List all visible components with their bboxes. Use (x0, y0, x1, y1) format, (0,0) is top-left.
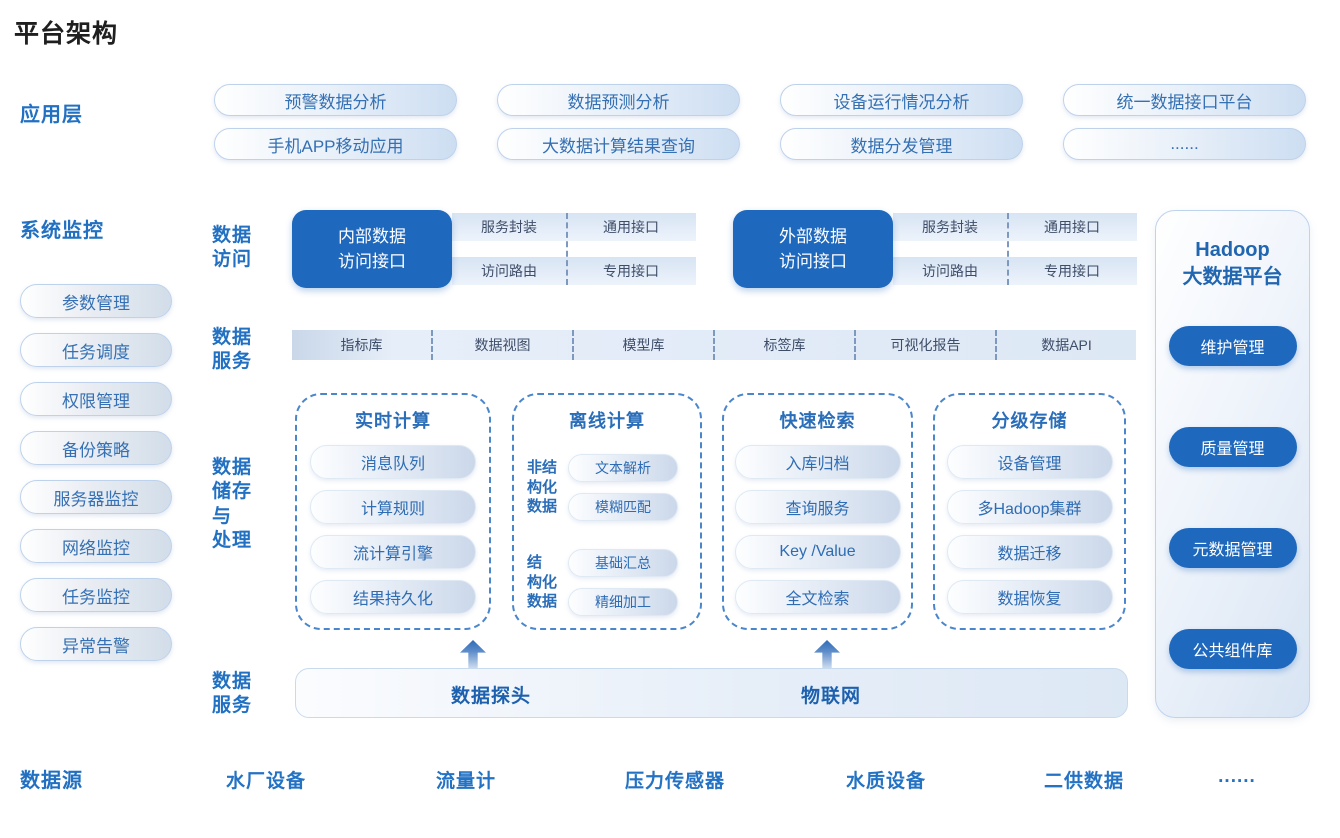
external-access-cells: 服务封装 通用接口 访问路由 专用接口 (893, 213, 1137, 285)
storage-pill: 结果持久化 (310, 580, 476, 614)
access-cell: 访问路由 (452, 257, 566, 285)
dashed-divider (566, 213, 568, 285)
hadoop-pill: 元数据管理 (1168, 528, 1297, 568)
source-item-more: ...... (1218, 766, 1256, 787)
tiered-storage-box: 分级存储 设备管理 多Hadoop集群 数据迁移 数据恢复 (933, 393, 1126, 630)
storage-pill: 消息队列 (310, 445, 476, 479)
storage-pill: Key /Value (734, 535, 901, 569)
service-cell: 模型库 (572, 330, 713, 360)
realtime-compute-box: 实时计算 消息队列 计算规则 流计算引擎 结果持久化 (295, 393, 491, 630)
data-storage-label: 数据 储存 与 处理 (212, 457, 253, 551)
box-title: 离线计算 (569, 411, 645, 431)
hadoop-panel-title: Hadoop 大数据平台 (1182, 239, 1283, 288)
structured-data-group: 结 构化 数据 基础汇总 精细加工 (527, 549, 700, 616)
storage-pill: 精细加工 (568, 588, 678, 616)
data-ingest-label: 数据 服务 (212, 671, 253, 717)
access-cell: 专用接口 (566, 257, 696, 285)
app-layer-label: 应用层 (20, 104, 83, 126)
data-access-group-external: 外部数据 访问接口 服务封装 通用接口 访问路由 专用接口 (733, 210, 1137, 288)
storage-pill: 计算规则 (310, 490, 476, 524)
access-cell: 访问路由 (893, 257, 1007, 285)
monitor-pill: 参数管理 (20, 284, 172, 318)
source-item: 水厂设备 (225, 771, 307, 792)
app-pill: 预警数据分析 (214, 84, 457, 116)
service-cell: 数据API (995, 330, 1136, 360)
monitor-pill: 服务器监控 (20, 480, 172, 514)
storage-pill: 模糊匹配 (568, 493, 678, 521)
hadoop-panel: Hadoop 大数据平台 维护管理 质量管理 元数据管理 公共组件库 (1155, 210, 1310, 718)
storage-pill: 入库归档 (734, 445, 901, 479)
monitor-pill: 任务监控 (20, 578, 172, 612)
up-arrow-icon (460, 640, 486, 670)
access-cell: 通用接口 (566, 213, 696, 241)
monitor-pill: 网络监控 (20, 529, 172, 563)
structured-data-label: 结 构化 数据 (527, 554, 558, 611)
up-arrow-icon (814, 640, 840, 670)
access-cell: 专用接口 (1007, 257, 1137, 285)
storage-pill: 设备管理 (946, 445, 1113, 479)
data-access-label: 数据 访问 (212, 225, 253, 271)
app-pill: 统一数据接口平台 (1063, 84, 1306, 116)
external-data-access-box: 外部数据 访问接口 (733, 210, 893, 288)
service-cell: 可视化报告 (854, 330, 995, 360)
app-pill: 手机APP移动应用 (214, 128, 457, 160)
app-pill: 大数据计算结果查询 (497, 128, 740, 160)
storage-pill: 流计算引擎 (310, 535, 476, 569)
source-item: 压力传感器 (624, 771, 726, 792)
service-cell: 指标库 (340, 337, 383, 353)
system-monitor-list: 参数管理 任务调度 权限管理 备份策略 服务器监控 网络监控 任务监控 异常告警 (20, 284, 172, 661)
data-service-label: 数据 服务 (212, 327, 253, 373)
internal-access-cells: 服务封装 通用接口 访问路由 专用接口 (452, 213, 696, 285)
app-pill-more: ...... (1063, 128, 1306, 160)
ingest-item: 物联网 (800, 685, 861, 707)
ingest-item: 数据探头 (450, 685, 531, 707)
fast-search-box: 快速检索 入库归档 查询服务 Key /Value 全文检索 (722, 393, 913, 630)
service-cell: 数据视图 (431, 330, 572, 360)
monitor-pill: 权限管理 (20, 382, 172, 416)
data-service-band: 指标库 数据视图 模型库 标签库 可视化报告 数据API (292, 330, 1136, 360)
app-layer-grid: 预警数据分析 数据预测分析 设备运行情况分析 统一数据接口平台 手机APP移动应… (214, 84, 1306, 160)
box-title: 分级存储 (991, 411, 1068, 431)
storage-pill: 全文检索 (734, 580, 901, 614)
source-item: 流量计 (435, 771, 497, 792)
source-item: 二供数据 (1043, 771, 1125, 792)
storage-pill: 数据恢复 (946, 580, 1113, 614)
storage-pill: 数据迁移 (946, 535, 1113, 569)
storage-pill: 查询服务 (734, 490, 901, 524)
page-title: 平台架构 (14, 20, 119, 48)
system-monitor-label: 系统监控 (20, 220, 104, 242)
offline-compute-box: 离线计算 非结 构化 数据 文本解析 模糊匹配 结 构化 数据 基础汇总 精细加… (512, 393, 702, 630)
hadoop-pill: 质量管理 (1168, 427, 1297, 467)
data-source-label: 数据源 (20, 770, 83, 792)
access-cell: 服务封装 (893, 213, 1007, 241)
storage-pill: 文本解析 (568, 454, 678, 482)
data-ingest-bar: 数据探头 物联网 (295, 668, 1128, 718)
monitor-pill: 备份策略 (20, 431, 172, 465)
monitor-pill: 异常告警 (20, 627, 172, 661)
app-pill: 数据预测分析 (497, 84, 740, 116)
unstructured-data-group: 非结 构化 数据 文本解析 模糊匹配 (527, 454, 700, 521)
unstructured-data-label: 非结 构化 数据 (527, 459, 558, 516)
box-title: 快速检索 (779, 411, 856, 431)
monitor-pill: 任务调度 (20, 333, 172, 367)
box-title: 实时计算 (355, 411, 431, 431)
storage-pill: 多Hadoop集群 (946, 490, 1113, 524)
hadoop-pill: 维护管理 (1168, 326, 1297, 366)
access-cell: 服务封装 (452, 213, 566, 241)
internal-data-access-box: 内部数据 访问接口 (292, 210, 452, 288)
data-access-group-internal: 内部数据 访问接口 服务封装 通用接口 访问路由 专用接口 (292, 210, 696, 288)
service-cell: 标签库 (713, 330, 854, 360)
dashed-divider (1007, 213, 1009, 285)
access-cell: 通用接口 (1007, 213, 1137, 241)
app-pill: 数据分发管理 (780, 128, 1023, 160)
source-item: 水质设备 (845, 771, 927, 792)
storage-pill: 基础汇总 (568, 549, 678, 577)
hadoop-pill: 公共组件库 (1168, 629, 1297, 669)
app-pill: 设备运行情况分析 (780, 84, 1023, 116)
